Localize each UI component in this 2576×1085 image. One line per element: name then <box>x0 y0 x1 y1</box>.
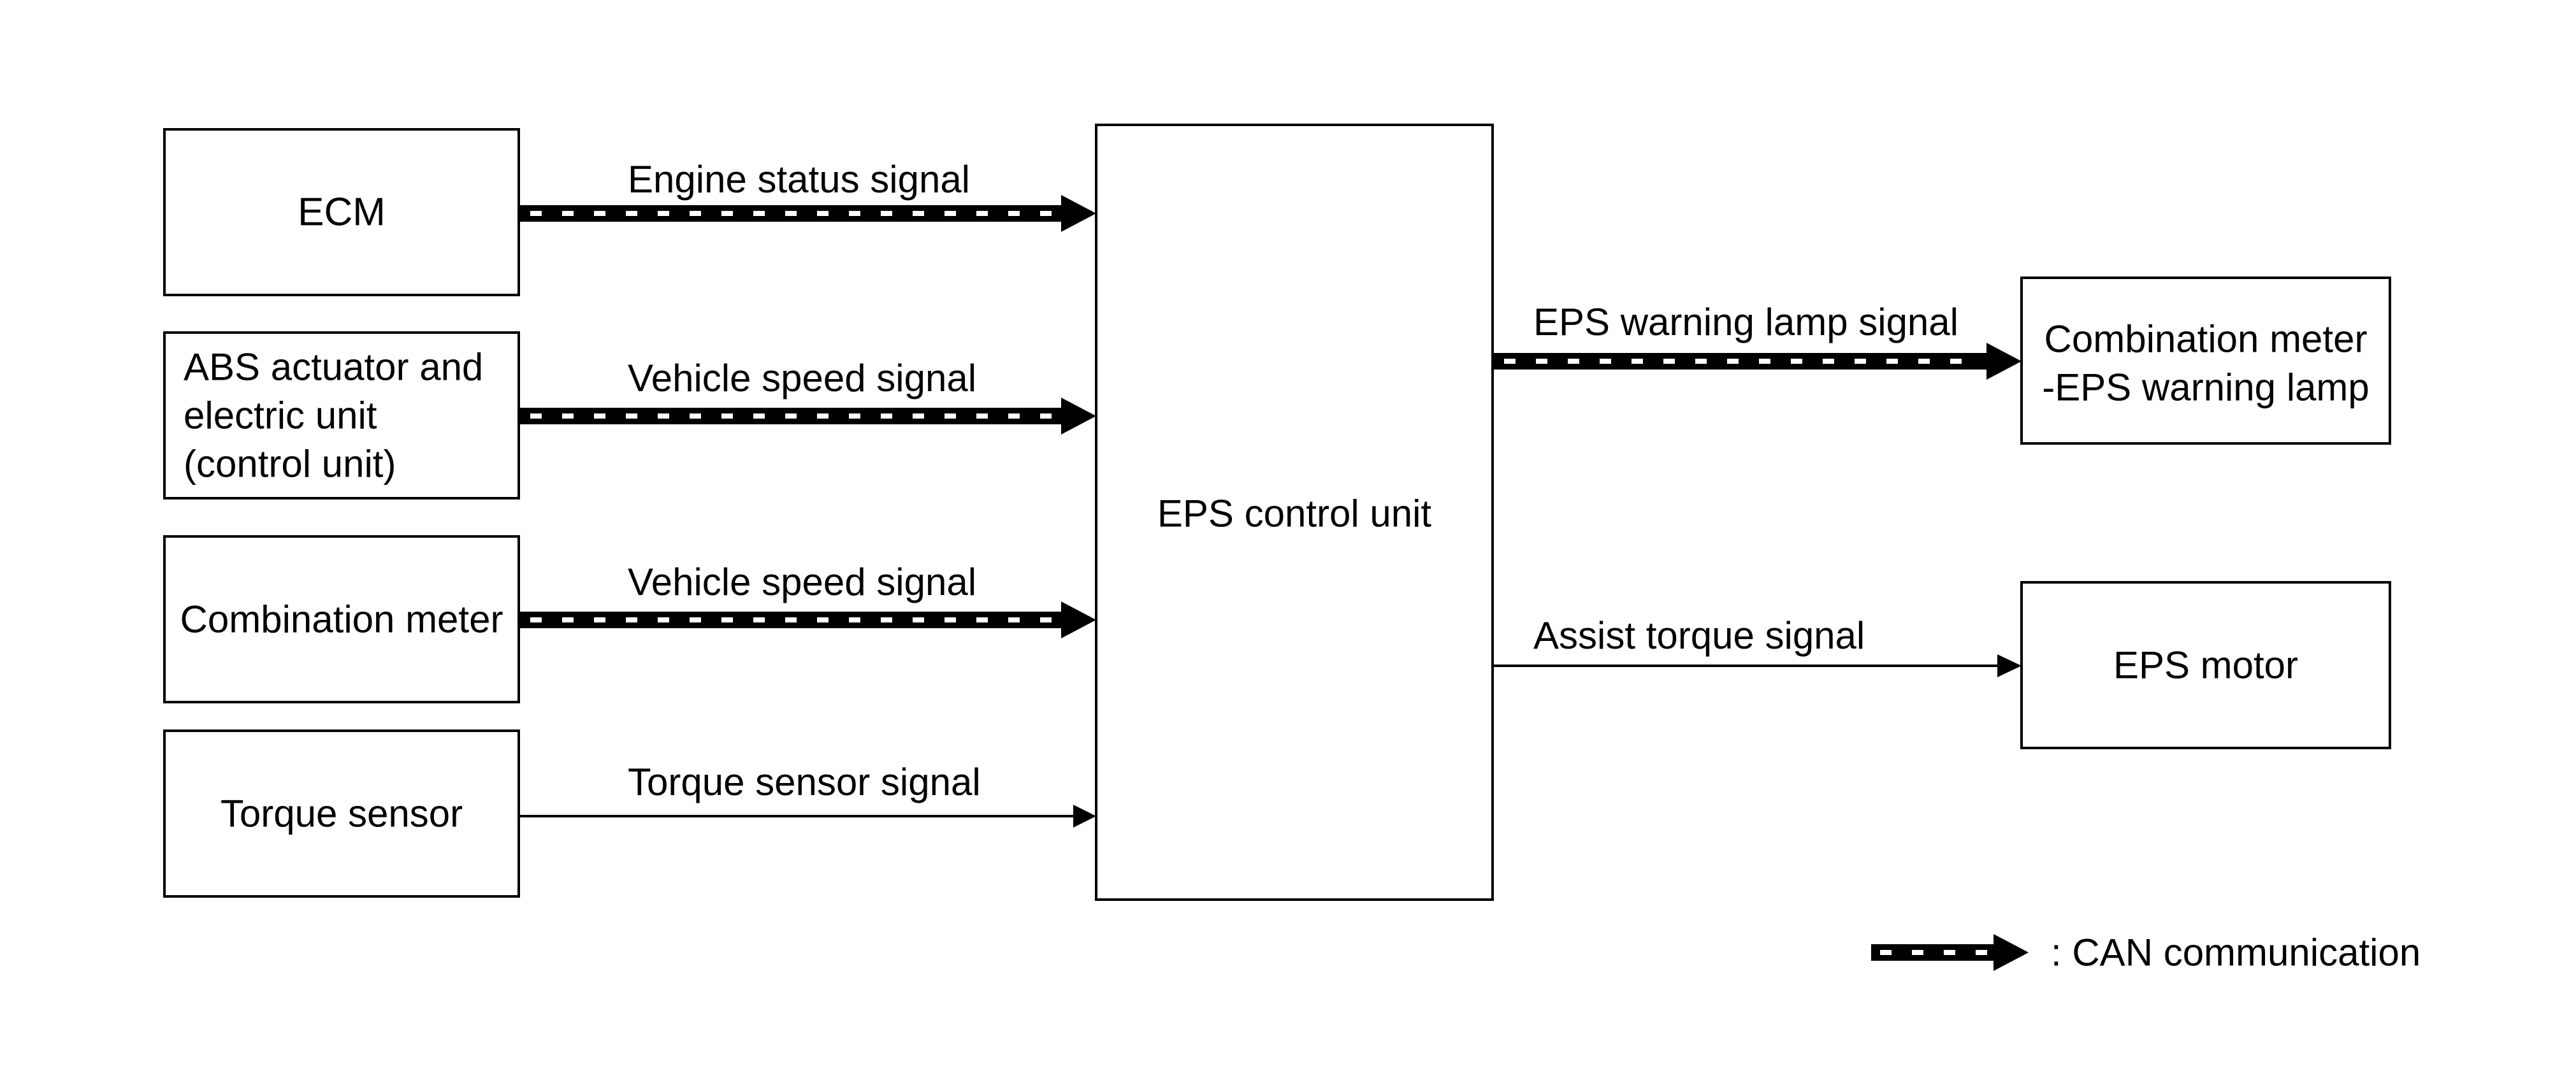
legend: : CAN communication <box>1871 931 2420 974</box>
assist-torque-signal-arrow: Assist torque signal <box>1494 614 2022 677</box>
eps-control-unit-label: EPS control unit <box>1157 492 1432 535</box>
torque-sensor-signal-arrow: Torque sensor signal <box>520 761 1096 828</box>
torque-sensor-block: Torque sensor <box>163 729 520 898</box>
legend-can-arrow <box>1871 934 2029 971</box>
ecm-block: ECM <box>163 128 520 296</box>
abs-block: ABS actuator and electric unit (control … <box>163 331 520 499</box>
combination-meter-eps-block: Combination meter -EPS warning lamp <box>2020 277 2391 445</box>
engine-status-signal-label: Engine status signal <box>628 158 970 201</box>
combination-meter-eps-label-line-2: -EPS warning lamp <box>2042 366 2370 409</box>
torque-sensor-label: Torque sensor <box>221 793 463 835</box>
combination-meter-label: Combination meter <box>180 598 503 641</box>
legend-can-label: : CAN communication <box>2051 931 2420 974</box>
vehicle-speed-signal-meter-label: Vehicle speed signal <box>628 561 976 603</box>
abs-label-line-1: ABS actuator and <box>184 346 483 389</box>
assist-torque-signal-label: Assist torque signal <box>1533 614 1865 657</box>
eps-motor-block: EPS motor <box>2020 581 2391 749</box>
eps-warning-lamp-signal-arrow: EPS warning lamp signal <box>1494 301 2022 380</box>
abs-label-line-3: (control unit) <box>184 443 396 485</box>
combination-meter-eps-label-line-1: Combination meter <box>2044 318 2368 361</box>
combination-meter-block: Combination meter <box>163 535 520 703</box>
vehicle-speed-signal-abs-label: Vehicle speed signal <box>628 357 976 399</box>
vehicle-speed-signal-abs-arrow: Vehicle speed signal <box>520 357 1096 435</box>
engine-status-signal-arrow: Engine status signal <box>520 158 1096 232</box>
eps-control-unit-block: EPS control unit <box>1095 124 1494 901</box>
vehicle-speed-signal-meter-arrow: Vehicle speed signal <box>520 561 1096 638</box>
torque-sensor-signal-label: Torque sensor signal <box>628 761 981 803</box>
ecm-label: ECM <box>298 190 386 234</box>
eps-motor-label: EPS motor <box>2113 644 2298 687</box>
eps-warning-lamp-signal-label: EPS warning lamp signal <box>1533 301 1958 343</box>
abs-label-line-2: electric unit <box>184 394 377 437</box>
